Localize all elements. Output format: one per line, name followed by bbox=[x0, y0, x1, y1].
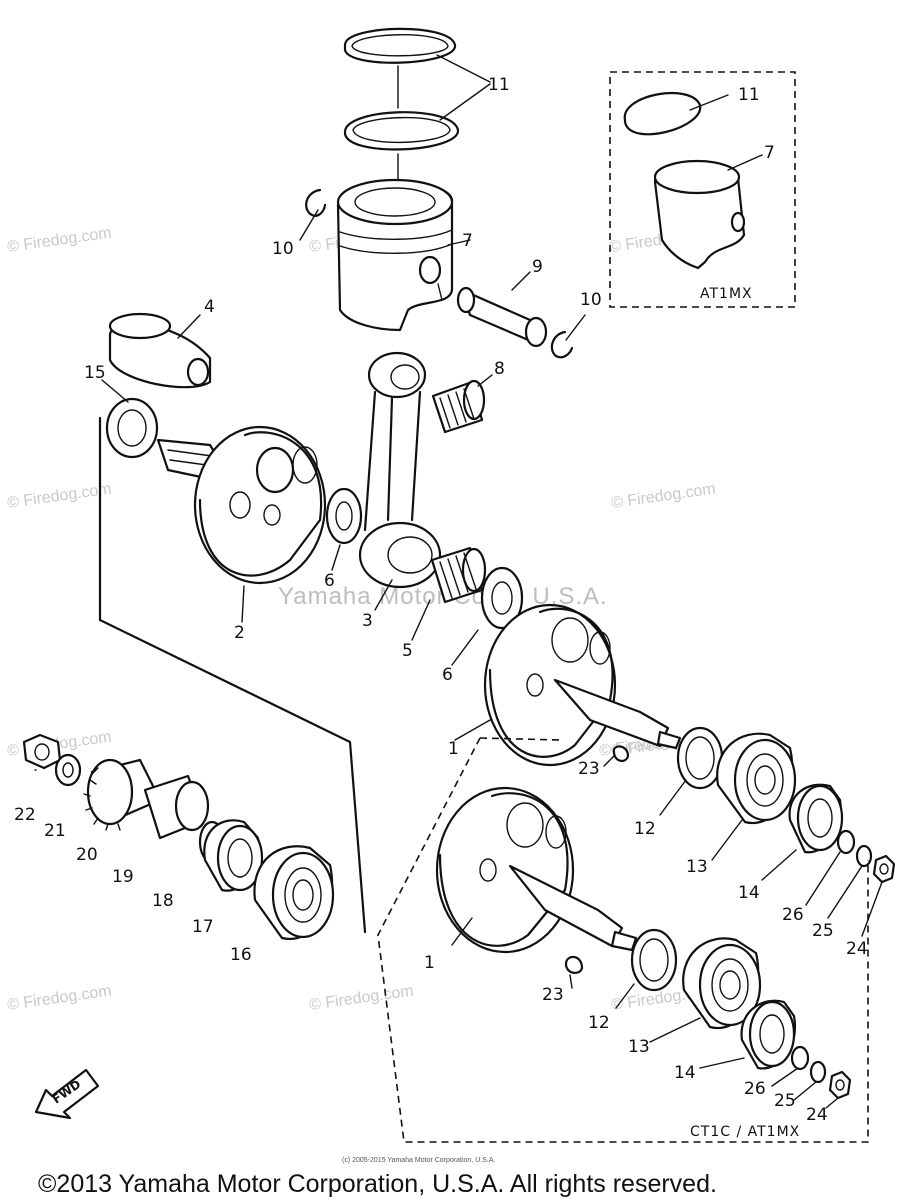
fine-print: (c) 2005-2015 Yamaha Motor Corporation, … bbox=[342, 1157, 495, 1164]
piston bbox=[336, 178, 454, 332]
callout-15: 15 bbox=[84, 363, 106, 383]
callout-22: 22 bbox=[14, 805, 36, 825]
oil-seal-14-upper bbox=[788, 783, 844, 854]
callouts: 11 10 7 9 10 11 7 4 15 8 2 6 3 5 6 1 22 … bbox=[14, 75, 868, 1125]
callout-3: 3 bbox=[362, 611, 373, 631]
watermark-text: © Firedog.com bbox=[6, 982, 112, 1013]
inset-top-label: AT1MX bbox=[700, 286, 753, 302]
watermark-text: © Firedog.com bbox=[308, 982, 414, 1013]
crank-half-left bbox=[156, 425, 327, 585]
washers-nut-lower bbox=[790, 1045, 852, 1100]
main-bearing-13-lower bbox=[682, 937, 762, 1030]
thrust-washer-6a bbox=[325, 487, 363, 545]
callout-10: 10 bbox=[272, 239, 294, 259]
callout-26: 26 bbox=[782, 905, 804, 925]
leader-lines bbox=[34, 54, 883, 1109]
callout-9: 9 bbox=[532, 257, 543, 277]
main-bearing-13-upper bbox=[716, 732, 797, 825]
callout-25: 25 bbox=[812, 921, 834, 941]
callout-19: 19 bbox=[112, 867, 134, 887]
callout-24: 24 bbox=[846, 939, 868, 959]
thrust-washer-15 bbox=[105, 397, 159, 459]
woodruff-key-upper bbox=[612, 745, 630, 762]
callout-12: 12 bbox=[634, 819, 656, 839]
callout-11: 11 bbox=[738, 85, 760, 105]
callout-6: 6 bbox=[442, 665, 453, 685]
thrust-washer-6b bbox=[480, 566, 524, 630]
callout-11: 11 bbox=[488, 75, 510, 95]
small-end-bearing bbox=[431, 379, 486, 434]
woodruff-key-lower bbox=[564, 955, 584, 974]
callout-12: 12 bbox=[588, 1013, 610, 1033]
callout-10: 10 bbox=[580, 290, 602, 310]
shim-12-upper bbox=[676, 726, 724, 790]
crank-pin bbox=[108, 312, 212, 389]
callout-23: 23 bbox=[578, 759, 600, 779]
callout-17: 17 bbox=[192, 917, 214, 937]
left-gear-assembly bbox=[22, 416, 367, 940]
crank-half-right-upper bbox=[483, 603, 682, 767]
callout-23: 23 bbox=[542, 985, 564, 1005]
crank-half-right-lower bbox=[435, 786, 638, 954]
callout-14: 14 bbox=[674, 1063, 696, 1083]
watermark-text: © Firedog.com bbox=[6, 224, 112, 255]
inset-at1mx: AT1MX bbox=[609, 71, 796, 308]
connecting-rod bbox=[358, 351, 442, 589]
oil-seal-14-lower bbox=[740, 999, 797, 1070]
callout-14: 14 bbox=[738, 883, 760, 903]
callout-24: 24 bbox=[806, 1105, 828, 1125]
callout-25: 25 bbox=[774, 1091, 796, 1111]
callout-6: 6 bbox=[324, 571, 335, 591]
watermark-text: © Firedog.com bbox=[610, 480, 716, 511]
washers-nut-upper bbox=[836, 829, 896, 884]
inset-bottom-label: CT1C / AT1MX bbox=[690, 1124, 800, 1140]
circlip-right bbox=[550, 330, 574, 359]
callout-5: 5 bbox=[402, 641, 413, 661]
circlip-left bbox=[305, 188, 327, 217]
watermark-text: © Firedog.com bbox=[6, 480, 112, 511]
piston-pin bbox=[456, 286, 548, 348]
inset-ct1c-at1mx: CT1C / AT1MX bbox=[377, 737, 869, 1143]
callout-7: 7 bbox=[764, 143, 775, 163]
copyright-notice: ©2013 Yamaha Motor Corporation, U.S.A. A… bbox=[38, 1170, 717, 1198]
callout-13: 13 bbox=[686, 857, 708, 877]
callout-13: 13 bbox=[628, 1037, 650, 1057]
fwd-arrow: FWD bbox=[34, 1068, 100, 1120]
callout-20: 20 bbox=[76, 845, 98, 865]
callout-2: 2 bbox=[234, 623, 245, 643]
callout-26: 26 bbox=[744, 1079, 766, 1099]
big-end-bearing bbox=[430, 546, 487, 604]
callout-16: 16 bbox=[230, 945, 252, 965]
callout-8: 8 bbox=[494, 359, 505, 379]
callout-21: 21 bbox=[44, 821, 66, 841]
callout-1: 1 bbox=[424, 953, 435, 973]
piston-rings bbox=[343, 27, 460, 183]
callout-18: 18 bbox=[152, 891, 174, 911]
shim-12-lower bbox=[630, 928, 678, 992]
callout-4: 4 bbox=[204, 297, 215, 317]
callout-7: 7 bbox=[462, 231, 473, 251]
callout-1: 1 bbox=[448, 739, 459, 759]
